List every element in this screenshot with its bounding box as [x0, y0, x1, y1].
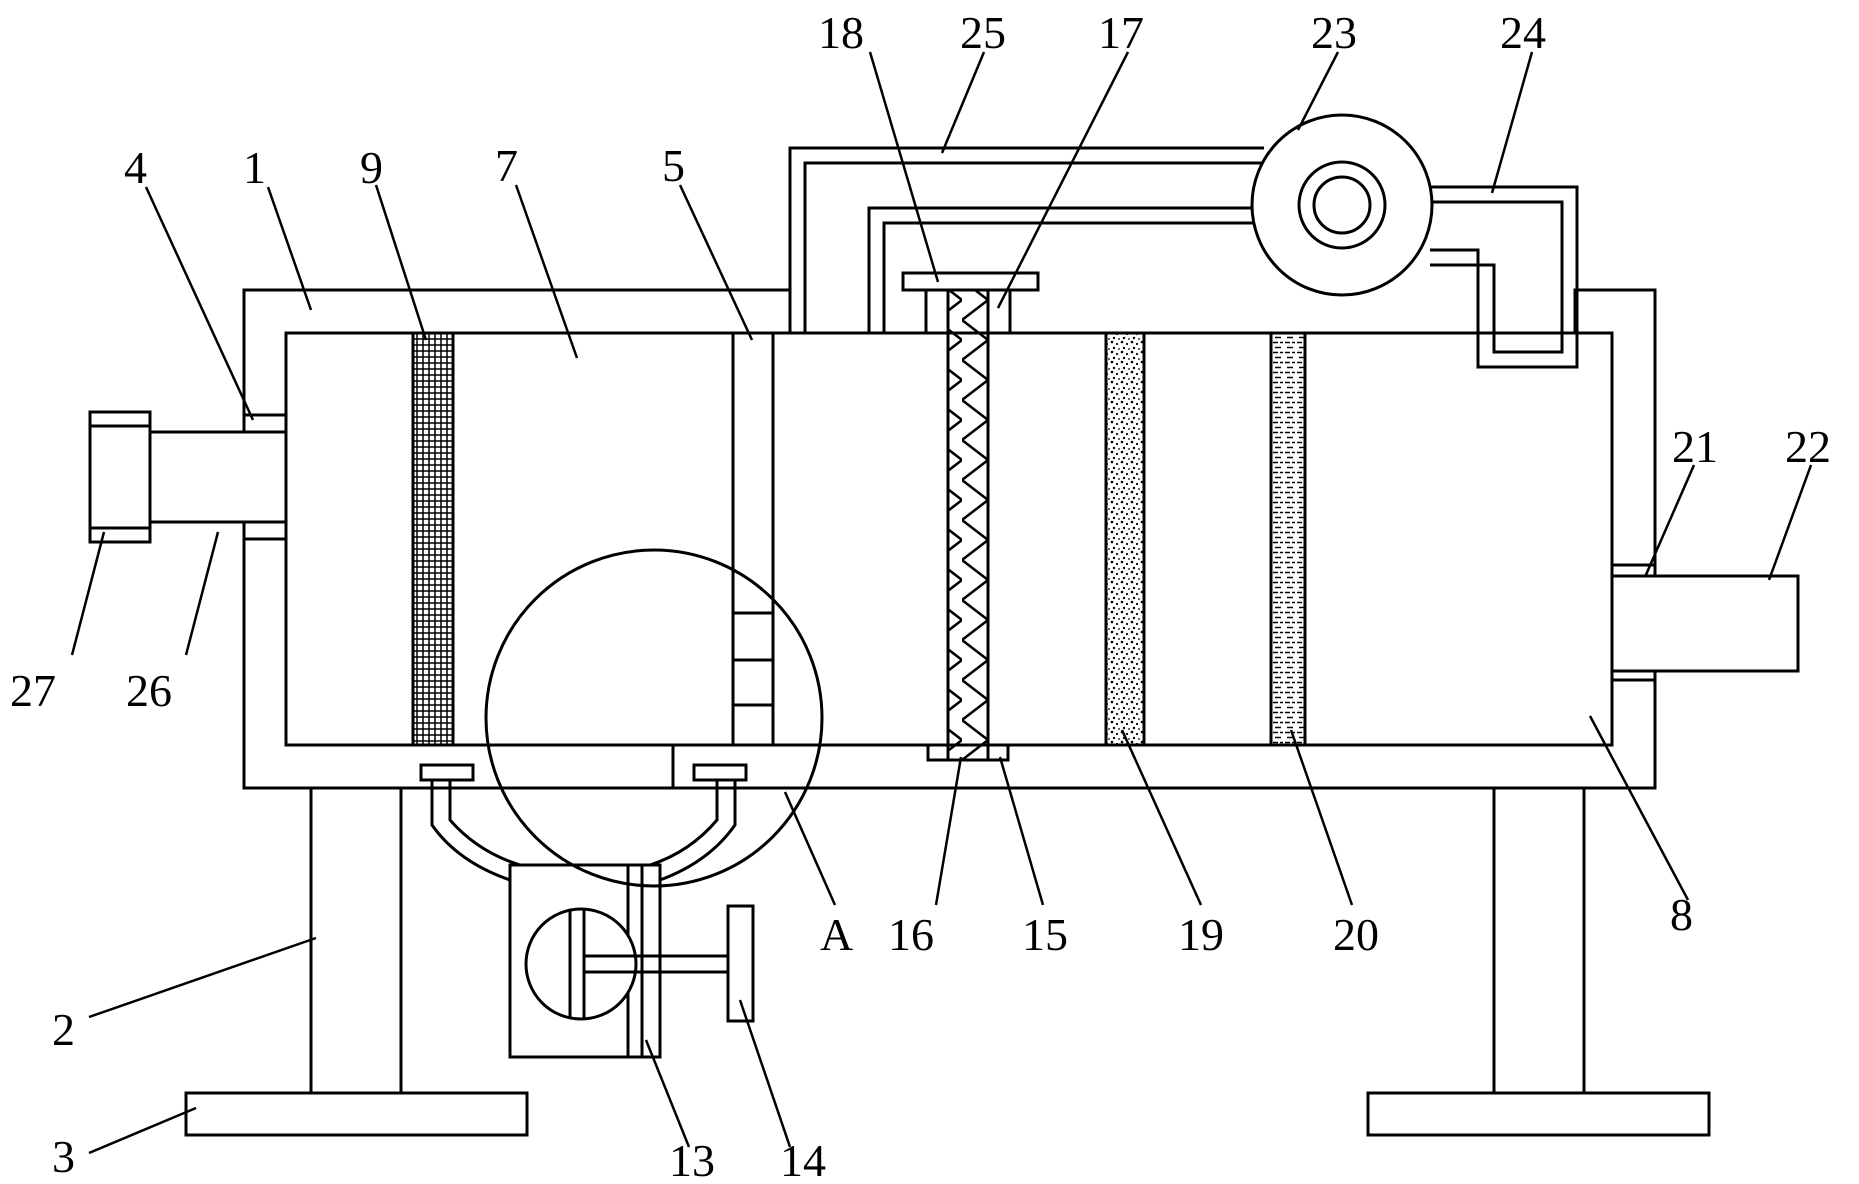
right-leg-assembly [1366, 786, 1711, 1137]
leader-lines [70, 51, 1813, 1155]
filter-seat [926, 743, 1010, 762]
label-24: 24 [1500, 7, 1546, 58]
label-21: 21 [1672, 421, 1718, 472]
inlet-assembly [88, 410, 288, 544]
recirculation-pipe [788, 146, 1579, 369]
label-22: 22 [1785, 421, 1831, 472]
label-7: 7 [495, 140, 518, 191]
filter-screen-9 [411, 331, 455, 747]
label-8: 8 [1670, 889, 1693, 940]
inlet-flange [88, 410, 152, 544]
label-15: 15 [1022, 909, 1068, 960]
label-17: 17 [1098, 7, 1144, 58]
label-20: 20 [1333, 909, 1379, 960]
right-leg [1492, 786, 1586, 1095]
outlet-assembly [1610, 563, 1800, 682]
center-filter-assembly [901, 271, 1040, 762]
valve-disc [524, 907, 638, 1021]
inlet-pipe [138, 430, 288, 524]
partition-plate [731, 331, 775, 747]
right-base-plate [1366, 1091, 1711, 1137]
label-2: 2 [52, 1004, 75, 1055]
label-14: 14 [780, 1135, 826, 1184]
label-16: 16 [888, 909, 934, 960]
label-27: 27 [10, 665, 56, 716]
filter-element-16 [946, 288, 990, 762]
detail-circle-a [484, 548, 824, 888]
label-5: 5 [662, 140, 685, 191]
label-a: A [820, 909, 853, 960]
left-leg [309, 786, 403, 1095]
filter-layer-20 [1269, 331, 1307, 747]
label-19: 19 [1178, 909, 1224, 960]
reference-labels: 4 1 9 7 5 18 25 17 23 24 21 22 27 26 8 A… [10, 7, 1831, 1184]
label-4: 4 [124, 142, 147, 193]
label-18: 18 [818, 7, 864, 58]
left-base-plate [184, 1091, 529, 1137]
label-1: 1 [243, 142, 266, 193]
label-13: 13 [669, 1135, 715, 1184]
drain-assembly [419, 745, 755, 1059]
label-25: 25 [960, 7, 1006, 58]
label-9: 9 [360, 142, 383, 193]
label-3: 3 [52, 1131, 75, 1182]
label-26: 26 [126, 665, 172, 716]
filter-layer-19 [1104, 331, 1146, 747]
label-23: 23 [1311, 7, 1357, 58]
outlet-pipe [1610, 574, 1800, 673]
left-leg-assembly [184, 786, 529, 1137]
pump-23 [1250, 113, 1434, 297]
filter-cap [901, 271, 1040, 292]
